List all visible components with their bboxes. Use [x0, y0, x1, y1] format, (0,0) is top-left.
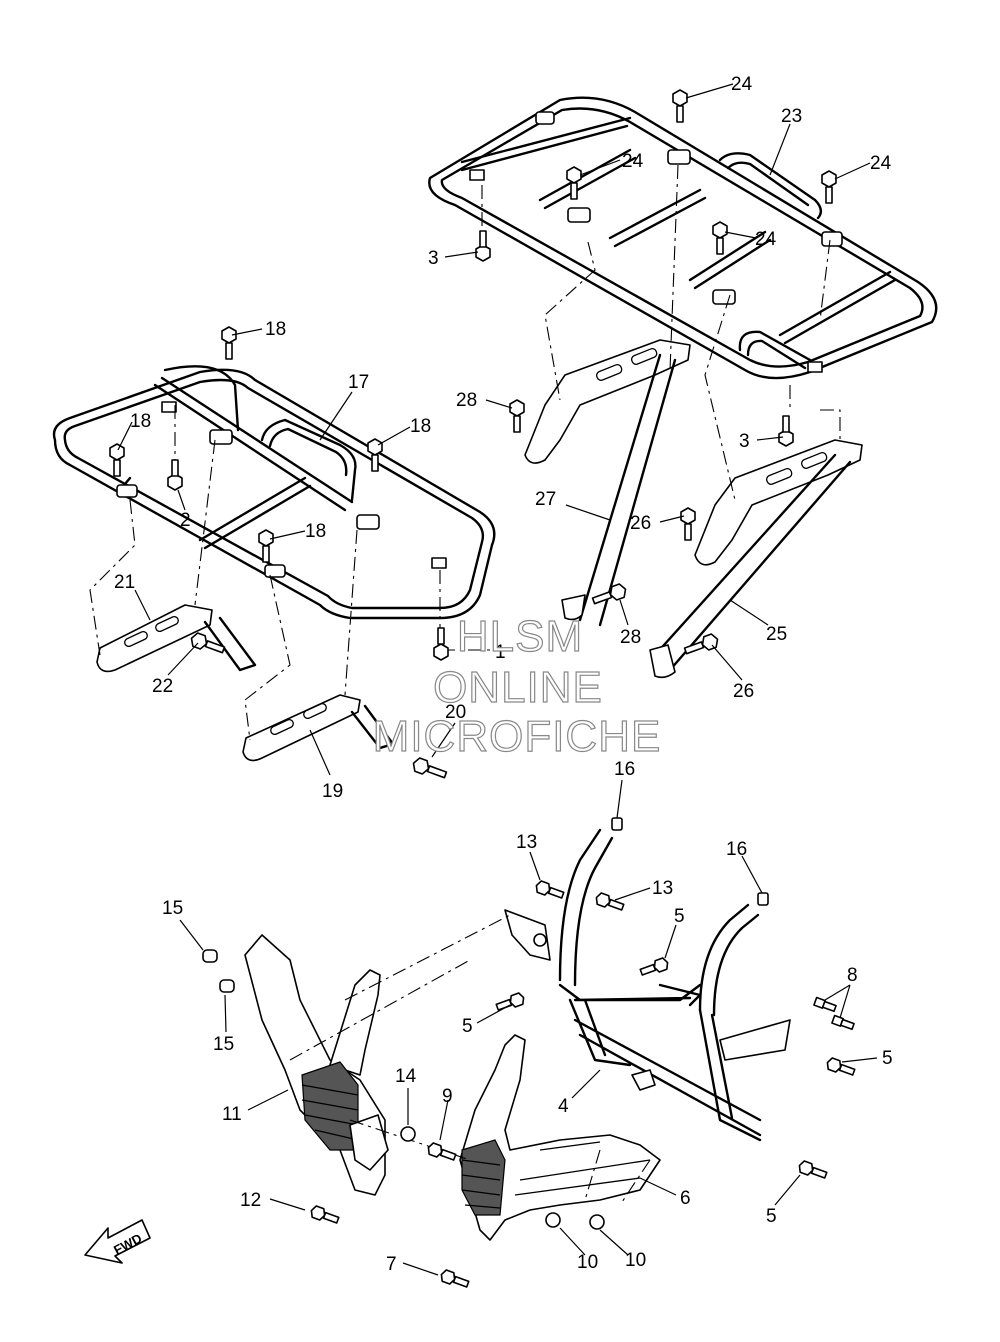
rear-carrier-23 [428, 96, 938, 380]
callout-17: 17 [348, 372, 369, 393]
callout-24: 24 [622, 151, 644, 172]
side-panel-right-6 [459, 1034, 661, 1241]
callout-27: 27 [535, 489, 556, 510]
callout-13: 13 [652, 878, 673, 899]
front-guard-4 [504, 828, 791, 1142]
front-bolts [109, 326, 449, 779]
front-bracket-21 [96, 604, 257, 673]
callout-11: 11 [222, 1104, 242, 1125]
callout-7: 7 [386, 1254, 397, 1275]
callout-26: 26 [630, 513, 651, 534]
leader-lines [117, 83, 878, 1276]
callout-21: 21 [114, 572, 135, 593]
callout-18: 18 [410, 416, 431, 437]
fwd-arrow-icon: FWD [84, 1219, 151, 1264]
callout-20: 20 [445, 702, 466, 723]
watermark-line-1: HLSM [456, 611, 584, 661]
callout-10: 10 [625, 1250, 646, 1271]
callout-3: 3 [739, 431, 750, 452]
callout-5: 5 [462, 1016, 473, 1037]
callout-24: 24 [755, 229, 777, 250]
callout-6: 6 [680, 1188, 691, 1209]
front-carrier-17 [52, 365, 496, 620]
callout-2: 2 [180, 510, 191, 531]
watermark-line-2: ONLINE [432, 662, 603, 712]
rear-bracket-right [649, 439, 863, 679]
callout-23: 23 [781, 106, 802, 127]
callout-3: 3 [428, 248, 439, 269]
callout-10: 10 [577, 1252, 598, 1273]
callout-15: 15 [213, 1034, 234, 1055]
callout-22: 22 [152, 676, 173, 697]
callout-14: 14 [395, 1066, 417, 1087]
callout-18: 18 [265, 319, 286, 340]
callout-24: 24 [731, 74, 753, 95]
callout-13: 13 [516, 832, 537, 853]
callout-18: 18 [305, 521, 326, 542]
callout-16: 16 [614, 759, 635, 780]
lower-fasteners [202, 817, 856, 1288]
callout-24: 24 [870, 153, 892, 174]
rear-bracket-left [524, 339, 691, 627]
callout-5: 5 [766, 1206, 777, 1227]
callout-26: 26 [733, 681, 754, 702]
callout-19: 19 [322, 781, 343, 802]
callout-12: 12 [240, 1190, 261, 1211]
callout-numbers: 24 23 24 24 3 24 18 17 28 18 18 2 3 27 2… [114, 74, 893, 1275]
side-panel-left-11 [244, 934, 389, 1196]
callout-28: 28 [456, 390, 477, 411]
front-bracket-19 [242, 694, 395, 762]
rear-bolts [475, 89, 837, 655]
callout-1: 1 [495, 642, 506, 663]
callout-9: 9 [442, 1086, 453, 1107]
callout-4: 4 [558, 1096, 569, 1117]
callout-25: 25 [766, 624, 787, 645]
callout-16: 16 [726, 839, 747, 860]
callout-18: 18 [130, 411, 151, 432]
callout-15: 15 [162, 898, 183, 919]
callout-5: 5 [882, 1048, 893, 1069]
watermark-line-3: MICROFICHE [372, 711, 662, 761]
callout-5: 5 [674, 906, 685, 927]
callout-28: 28 [620, 627, 641, 648]
callout-8: 8 [847, 965, 858, 986]
